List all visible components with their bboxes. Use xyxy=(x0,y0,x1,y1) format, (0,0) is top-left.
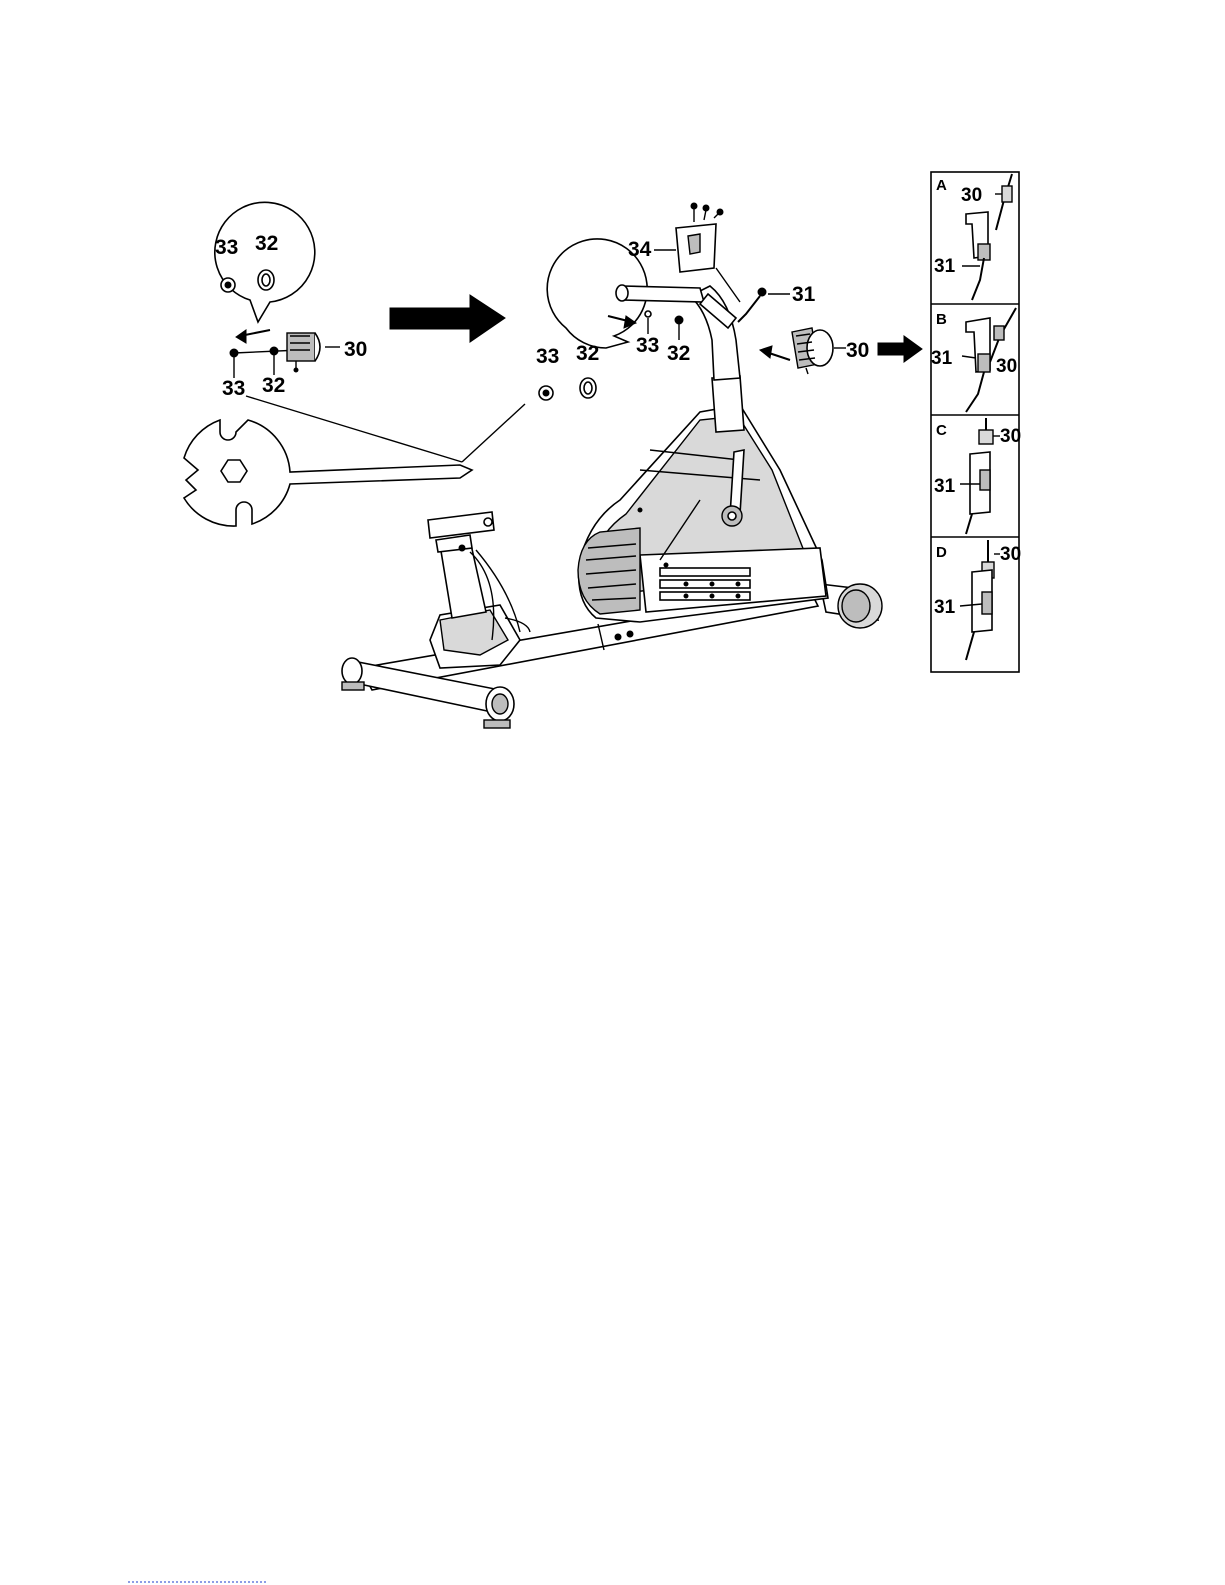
label-31: 31 xyxy=(934,476,956,497)
label-33: 33 xyxy=(222,377,245,400)
label-32: 32 xyxy=(576,342,599,365)
label-30: 30 xyxy=(846,339,869,362)
panel-letter: A xyxy=(936,177,947,194)
label-31: 31 xyxy=(934,256,956,277)
label-31: 31 xyxy=(934,597,956,618)
washer-32-icon xyxy=(675,316,683,324)
label-32: 32 xyxy=(255,232,278,255)
label-33: 33 xyxy=(215,236,238,259)
panel-letter: B xyxy=(936,311,947,328)
bolt-33-icon xyxy=(645,311,651,317)
arrow-right-icon xyxy=(390,295,505,342)
panel-letter: D xyxy=(936,544,947,561)
right-knob-assembly: 30 xyxy=(760,328,869,374)
knob-30-icon xyxy=(287,333,315,361)
label-32: 32 xyxy=(262,374,285,397)
label-33: 33 xyxy=(536,345,559,368)
label-30: 30 xyxy=(996,356,1017,377)
arrow-right-icon xyxy=(878,336,922,362)
vent-slots xyxy=(660,568,750,600)
label-33: 33 xyxy=(636,334,659,357)
label-30: 30 xyxy=(961,185,982,206)
label-31: 31 xyxy=(931,348,953,369)
bolt-33-icon xyxy=(230,349,238,357)
detail-panels: A 30 31 B 31 30 C 30 31 xyxy=(931,172,1021,672)
label-34: 34 xyxy=(628,238,652,261)
left-knob-assembly: 30 33 32 xyxy=(222,333,367,400)
label-31: 31 xyxy=(792,283,816,306)
washer-32-icon xyxy=(270,347,278,355)
label-30: 30 xyxy=(1000,426,1021,447)
wrench-icon xyxy=(184,396,525,526)
label-30: 30 xyxy=(1000,544,1021,565)
arrow-left-icon xyxy=(236,330,270,343)
label-32: 32 xyxy=(667,342,690,365)
panel-letter: C xyxy=(936,422,947,439)
label-30: 30 xyxy=(344,338,367,361)
left-detail-bubble: 33 32 xyxy=(215,202,315,322)
